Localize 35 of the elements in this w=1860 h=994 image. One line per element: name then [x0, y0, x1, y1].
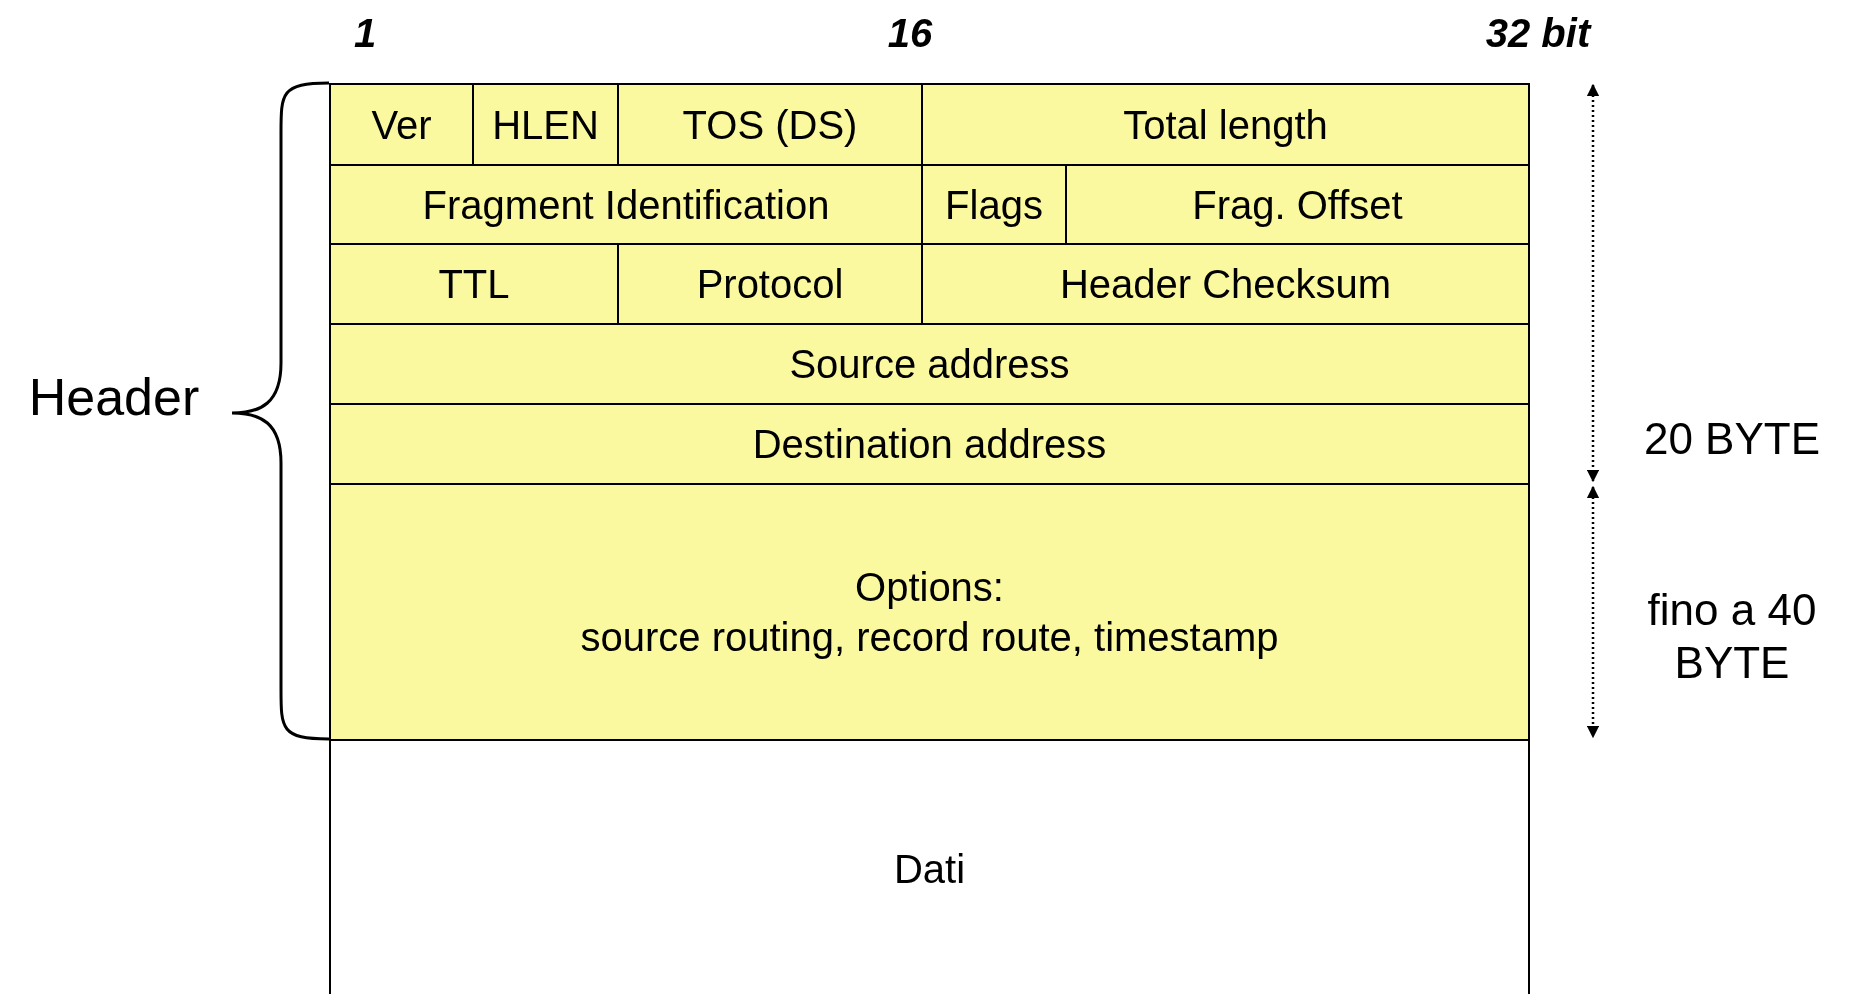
header-field — [329, 483, 1530, 741]
field-label: TOS (DS) — [682, 101, 858, 149]
field-label: Total length — [1123, 101, 1328, 149]
size-label: 20 BYTE — [1642, 412, 1822, 465]
data-field — [329, 739, 1530, 994]
size-label: fino a 40 BYTE — [1646, 584, 1818, 689]
field-label: Ver — [371, 101, 432, 149]
header-field — [329, 403, 1530, 485]
field-label: Frag. Offset — [1192, 181, 1403, 229]
field-label: Options: — [855, 564, 1004, 611]
field-label: source routing, record route, timestamp — [580, 614, 1279, 661]
header-field — [921, 164, 1067, 245]
header-field — [617, 243, 923, 325]
bit-position-label: 32 bit — [1484, 10, 1593, 57]
header-field — [329, 83, 474, 166]
bit-position-label: 16 — [886, 10, 934, 57]
field-label: Header Checksum — [1059, 261, 1392, 308]
field-label: HLEN — [492, 101, 599, 149]
field-label: TTL — [438, 261, 510, 308]
field-label: Dati — [893, 845, 966, 893]
header-field — [1065, 164, 1530, 245]
field-label: Fragment Identification — [422, 181, 830, 229]
header-field — [329, 323, 1530, 405]
header-field — [617, 83, 923, 166]
bit-position-label: 1 — [352, 10, 378, 57]
header-field — [329, 243, 619, 325]
field-label: Destination address — [752, 421, 1107, 468]
field-label: Protocol — [696, 261, 844, 308]
header-label: Header — [27, 366, 201, 428]
header-field — [472, 83, 619, 166]
field-label: Source address — [789, 341, 1070, 388]
header-field — [921, 83, 1530, 166]
field-label: Flags — [945, 181, 1043, 229]
header-field — [921, 243, 1530, 325]
header-field — [329, 164, 923, 245]
